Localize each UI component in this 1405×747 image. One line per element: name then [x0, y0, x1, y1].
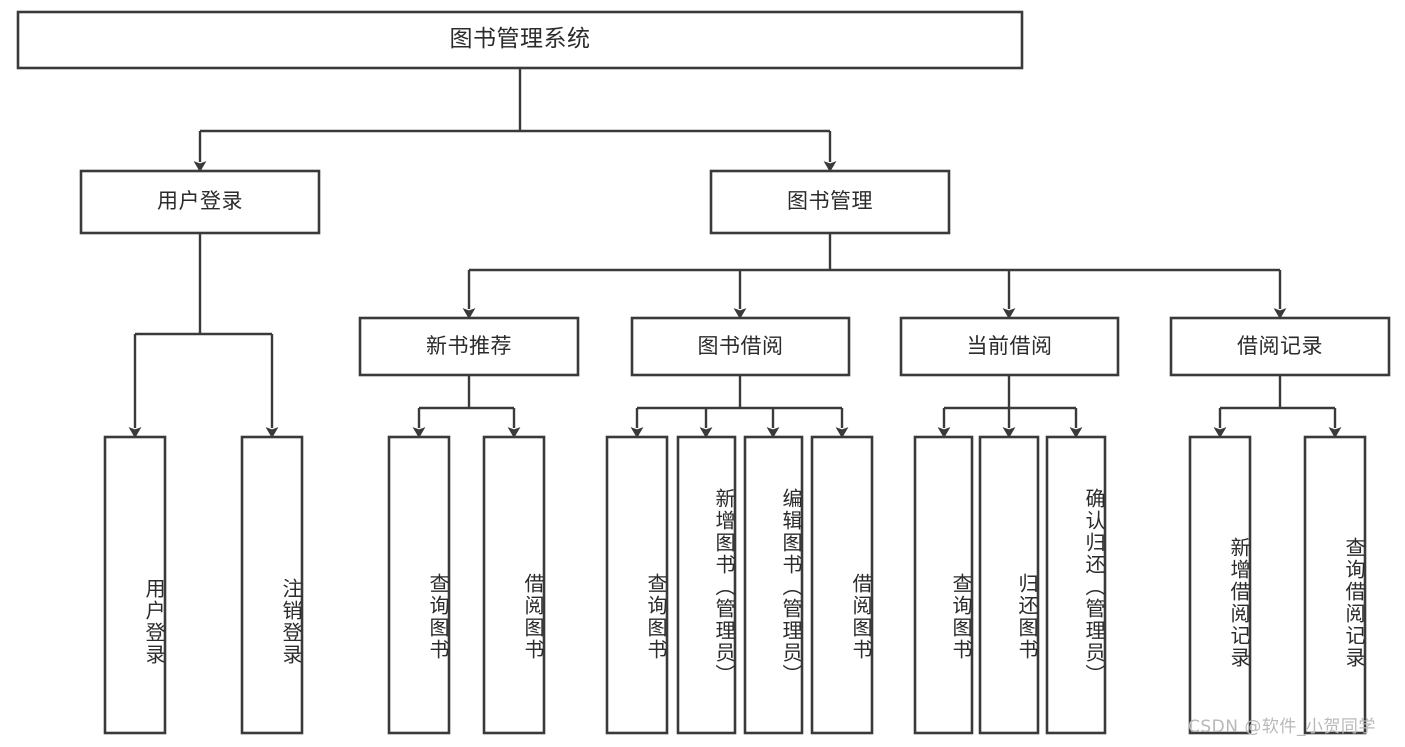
connectors-book-borrow-to-leaves: [630, 375, 849, 439]
connectors-current-borrow-to-leaves: [937, 375, 1083, 439]
node-level3-box-2[interactable]: [899, 316, 1120, 377]
connectors-borrow-record-to-leaves: [1213, 375, 1342, 439]
leaf-box-9[interactable]: [978, 435, 1040, 735]
node-root-box[interactable]: [16, 10, 1024, 70]
connectors-book-mgmt-to-level3: [462, 233, 1287, 320]
connectors-user-login-to-leaves: [128, 233, 279, 439]
connectors-new-book-to-leaves: [412, 375, 521, 439]
node-level2-box-1[interactable]: [709, 169, 951, 235]
leaf-box-12[interactable]: [1303, 435, 1367, 735]
csdn-watermark: CSDN @软件_小贺同学: [1188, 717, 1376, 737]
leaf-box-1[interactable]: [240, 435, 304, 735]
node-boxes: [16, 10, 1391, 735]
leaf-box-2[interactable]: [387, 435, 451, 735]
node-level3-box-1[interactable]: [630, 316, 851, 377]
leaf-box-10[interactable]: [1045, 435, 1107, 735]
leaf-box-6[interactable]: [743, 435, 804, 735]
leaf-box-4[interactable]: [605, 435, 669, 735]
node-level2-box-0[interactable]: [79, 169, 321, 235]
node-level3-box-0[interactable]: [358, 316, 580, 377]
leaf-box-0[interactable]: [103, 435, 167, 735]
leaf-box-8[interactable]: [913, 435, 974, 735]
leaf-box-11[interactable]: [1188, 435, 1252, 735]
connectors-root-to-level2: [193, 68, 837, 173]
leaf-box-5[interactable]: [676, 435, 737, 735]
leaf-box-7[interactable]: [810, 435, 874, 735]
leaf-box-3[interactable]: [482, 435, 546, 735]
node-level3-box-3[interactable]: [1169, 316, 1391, 377]
